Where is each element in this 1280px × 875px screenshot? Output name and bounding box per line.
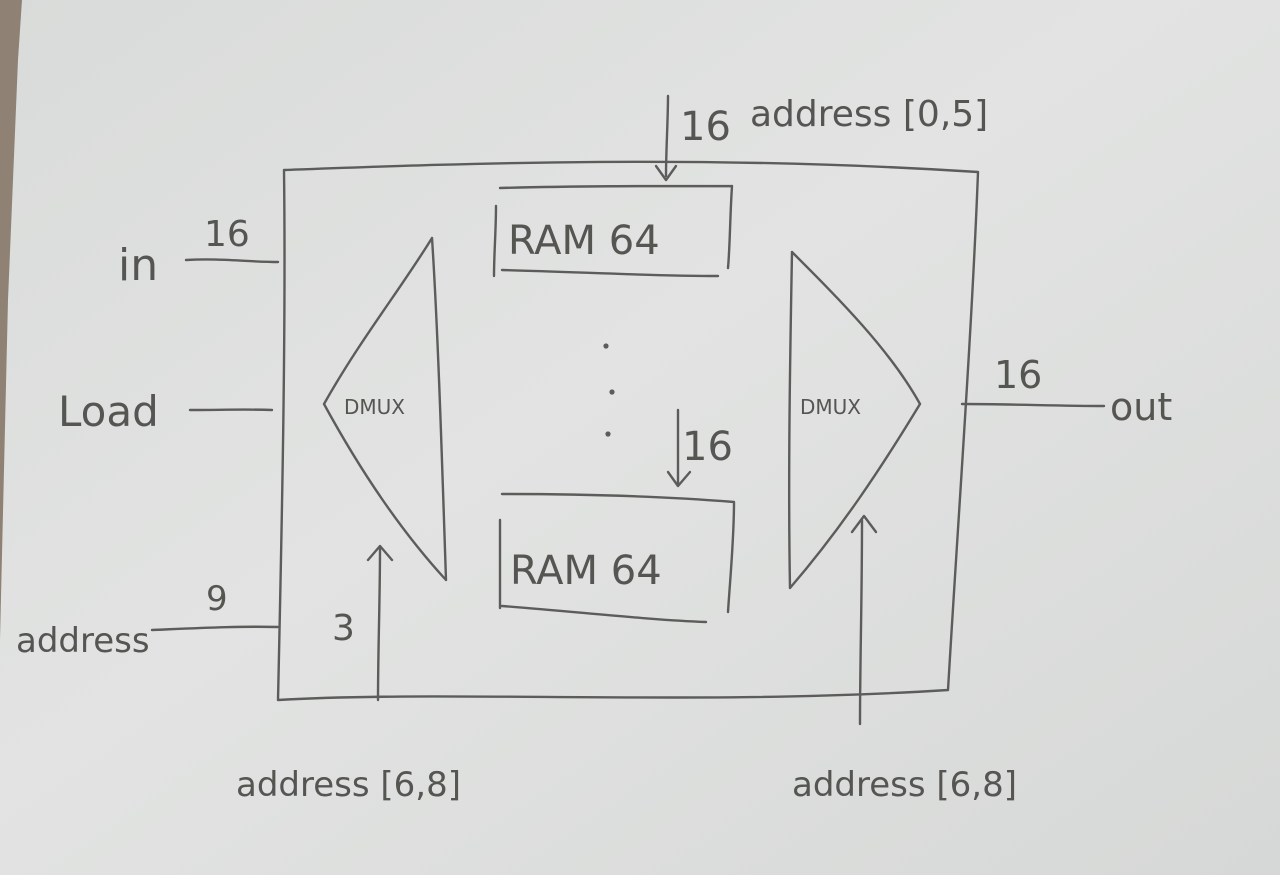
right-select-address-label: address [6,8] — [792, 765, 1017, 805]
left-select-address-label: address [6,8] — [236, 765, 461, 805]
in-width-label: 16 — [204, 214, 250, 255]
out-width-label: 16 — [994, 353, 1042, 397]
right-dmux-label: DMUX — [800, 395, 861, 419]
ellipsis-dot — [609, 389, 615, 395]
middle-bus-width-label: 16 — [682, 424, 733, 470]
out-wire — [960, 402, 1106, 408]
ellipsis-dot — [603, 343, 609, 349]
in-wire — [184, 258, 280, 264]
load-label: Load — [58, 387, 159, 436]
address-width-label: 9 — [206, 579, 228, 619]
address-wire — [150, 625, 280, 632]
left-dmux-shape — [322, 236, 448, 582]
left-select-wire — [376, 546, 382, 702]
address-label: address — [16, 621, 150, 661]
right-select-wire — [858, 518, 864, 726]
ram-block-bottom-label: RAM 64 — [510, 548, 662, 594]
chip-outline — [276, 160, 980, 702]
top-bus-width-label: 16 — [680, 104, 731, 150]
left-dmux-label: DMUX — [344, 395, 405, 419]
middle-bus-arrow — [666, 470, 692, 488]
left-select-arrow — [366, 544, 394, 562]
top-bus-address-label: address [0,5] — [750, 94, 988, 135]
right-dmux-shape — [787, 250, 922, 590]
top-bus-arrow — [654, 164, 678, 182]
ellipsis-dot — [605, 431, 611, 437]
right-select-arrow — [850, 514, 878, 534]
ram-block-top-outline — [492, 184, 734, 278]
left-select-width-label: 3 — [332, 608, 355, 649]
in-label: in — [118, 240, 158, 291]
ram-block-bottom-outline — [498, 492, 736, 624]
out-label: out — [1110, 385, 1172, 429]
ram-block-top-label: RAM 64 — [508, 218, 660, 264]
top-bus-wire — [664, 94, 670, 178]
